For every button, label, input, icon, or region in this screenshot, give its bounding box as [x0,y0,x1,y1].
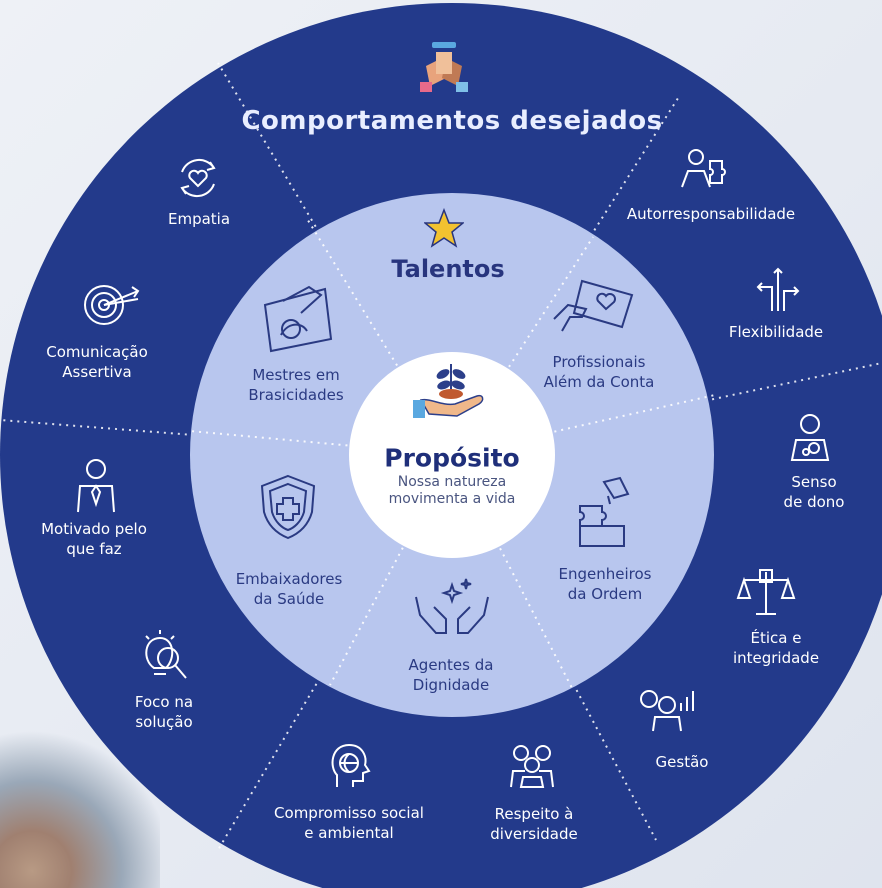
behavior-senso-de-dono: Senso de dono [783,473,845,511]
scales-icon [736,569,796,615]
talent-agentes: Agentes da Dignidade [408,656,494,694]
hand-ingredients-icon [263,285,333,353]
behavior-flexibilidade: Flexibilidade [728,323,824,341]
arrows-split-icon [756,267,800,311]
hand-plant-icon [413,364,484,418]
person-gear-icon [790,414,830,461]
behavior-comunicacao: Comunicação Assertiva [46,343,148,381]
star-icon [424,208,464,248]
shield-cross-icon [260,474,316,540]
behavior-motivado: Motivado pelo que faz [41,520,147,558]
bulb-magnifier-icon [145,630,187,679]
person-puzzle-icon [681,149,726,188]
center-subtitle: Nossa natureza movimenta a vida [388,474,516,507]
behavior-foco: Foco na solução [134,693,194,731]
behavior-autorresponsabilidade: Autorresponsabilidade [626,205,796,223]
talent-engenheiros: Engenheiros da Ordem [558,565,652,603]
heart-cycle-icon [180,158,216,198]
hand-heart-card-icon [553,279,634,332]
behavior-gestao: Gestão [655,753,709,771]
hands-sparkle-icon [415,578,489,634]
talent-profissionais: Profissionais Além da Conta [543,353,655,391]
person-tie-icon [77,459,115,513]
diverse-people-icon [510,745,554,788]
talent-mestres: Mestres em Brasicidades [248,366,344,404]
target-icon [84,285,140,325]
talent-embaixadores: Embaixadores da Saúde [235,570,343,608]
center-title: Propósito [384,443,520,473]
puzzle-icon [579,476,630,547]
behavior-respeito: Respeito à diversidade [490,805,578,843]
behavior-empatia: Empatia [167,210,231,228]
inner-title: Talentos [391,255,505,283]
head-globe-icon [331,743,371,787]
behavior-etica: Ética e integridade [732,629,820,667]
teamwork-hands-icon [420,42,468,92]
behavior-compromisso: Compromisso social e ambiental [274,804,424,842]
person-chart-icon [640,690,694,732]
outer-title: Comportamentos desejados [241,106,663,136]
center-circle [349,352,555,558]
